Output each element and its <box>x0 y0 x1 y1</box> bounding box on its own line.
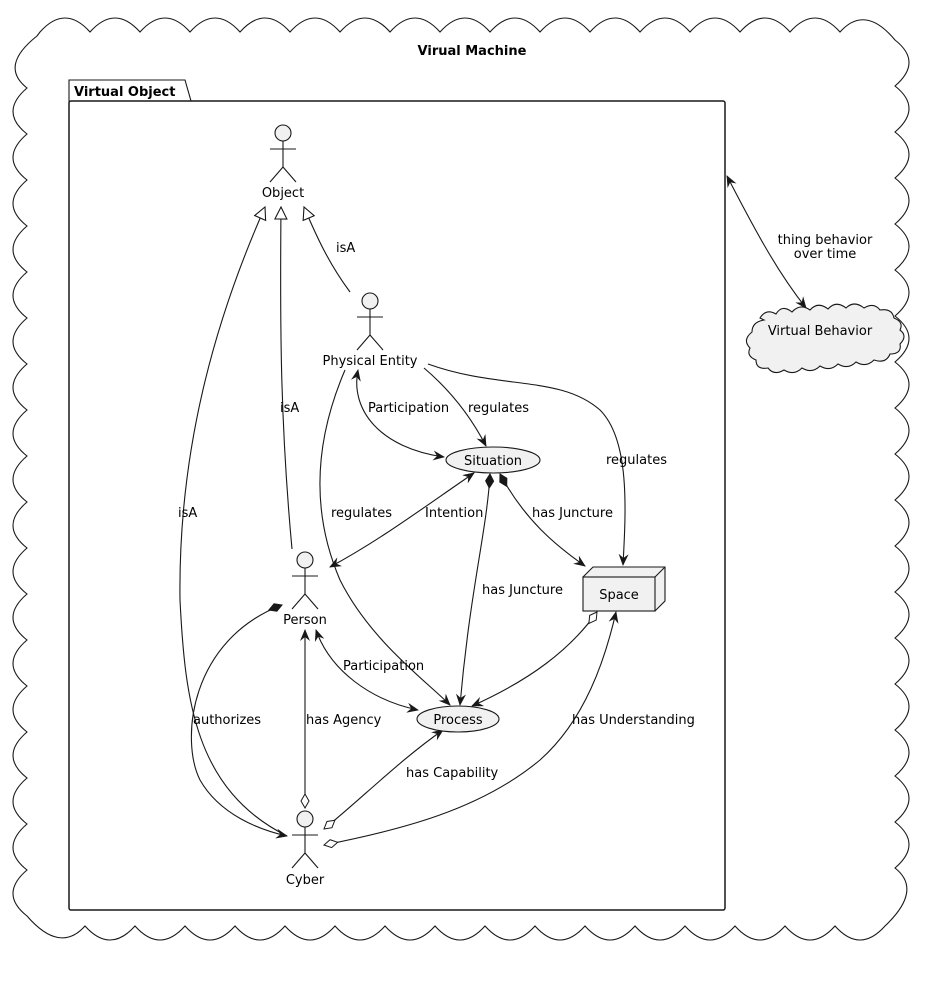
edge-person-authorizes-cyber <box>190 603 288 839</box>
edge-pe-regulates-space <box>427 363 629 566</box>
usecase-process: Process <box>416 705 500 733</box>
person-label: Person <box>283 613 327 628</box>
virtual-object-title: Virtual Object <box>74 85 175 100</box>
usecase-situation: Situation <box>445 446 541 474</box>
physical-entity-label: Physical Entity <box>323 354 418 369</box>
label-thing-behavior-line1: thing behavior <box>778 233 873 248</box>
edge-cyber-understanding-space <box>323 611 619 849</box>
label-authorizes: authorizes <box>193 713 261 728</box>
edge-physical-entity-isa-object <box>304 207 351 293</box>
label-pe-regulates-process: regulates <box>331 506 392 521</box>
label-has-agency: has Agency <box>306 713 382 728</box>
virtual-machine-title: Virual Machine <box>418 44 527 59</box>
edge-cyber-isa-object <box>179 207 288 837</box>
label-physical-isa: isA <box>336 241 355 256</box>
edge-labels: isA isA isA Participation regulates regu… <box>178 233 873 781</box>
edge-package-virtual-behavior <box>726 175 807 309</box>
cloud-virtual-behavior: Virtual Behavior <box>745 303 905 374</box>
label-situation-juncture-space: has Juncture <box>532 506 613 521</box>
label-person-isa: isA <box>280 401 299 416</box>
edge-person-isa-object <box>281 207 293 550</box>
label-pe-regulates-space: regulates <box>606 453 667 468</box>
process-label: Process <box>433 713 483 728</box>
edge-pe-participation-situation <box>350 369 445 461</box>
cyber-label: Cyber <box>286 873 325 888</box>
space-label: Space <box>599 588 639 603</box>
edge-pe-regulates-situation <box>423 367 487 447</box>
label-has-understanding: has Understanding <box>572 713 695 728</box>
label-pe-regulates-situation: regulates <box>468 401 529 416</box>
virtual-behavior-label: Virtual Behavior <box>768 324 873 339</box>
object-label: Object <box>262 186 304 201</box>
actor-person: Person <box>283 551 327 628</box>
situation-label: Situation <box>464 454 522 469</box>
node-space: Space <box>582 566 666 612</box>
edges <box>179 175 807 849</box>
label-thing-behavior-line2: over time <box>794 247 857 262</box>
edge-situation-juncture-space <box>499 473 586 567</box>
label-intention: Intention <box>425 506 483 521</box>
virtual-object-package: Virtual Object <box>68 79 726 911</box>
actor-cyber: Cyber <box>286 810 325 888</box>
label-cyber-isa: isA <box>178 506 197 521</box>
label-situation-juncture-process: has Juncture <box>482 583 563 598</box>
actor-physical-entity: Physical Entity <box>323 292 418 369</box>
actor-object: Object <box>262 124 304 201</box>
label-person-participation: Participation <box>343 659 424 674</box>
edge-situation-intention-person <box>329 472 475 568</box>
label-has-capability: has Capability <box>406 766 499 781</box>
label-pe-participation: Participation <box>368 401 449 416</box>
